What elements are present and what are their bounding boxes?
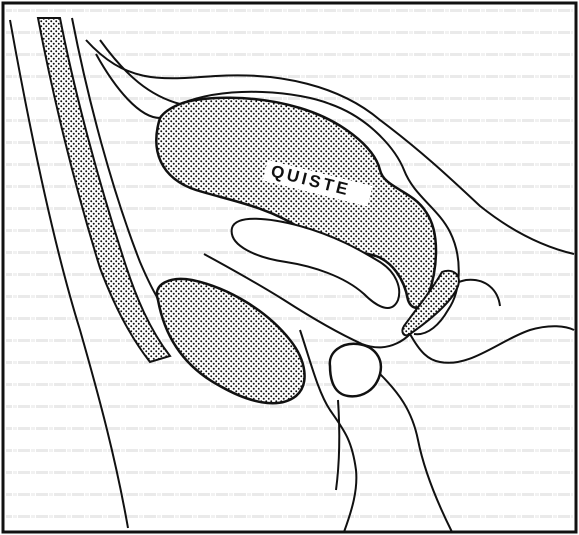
page-bleed-through [6,6,573,529]
symphysis [330,344,381,397]
